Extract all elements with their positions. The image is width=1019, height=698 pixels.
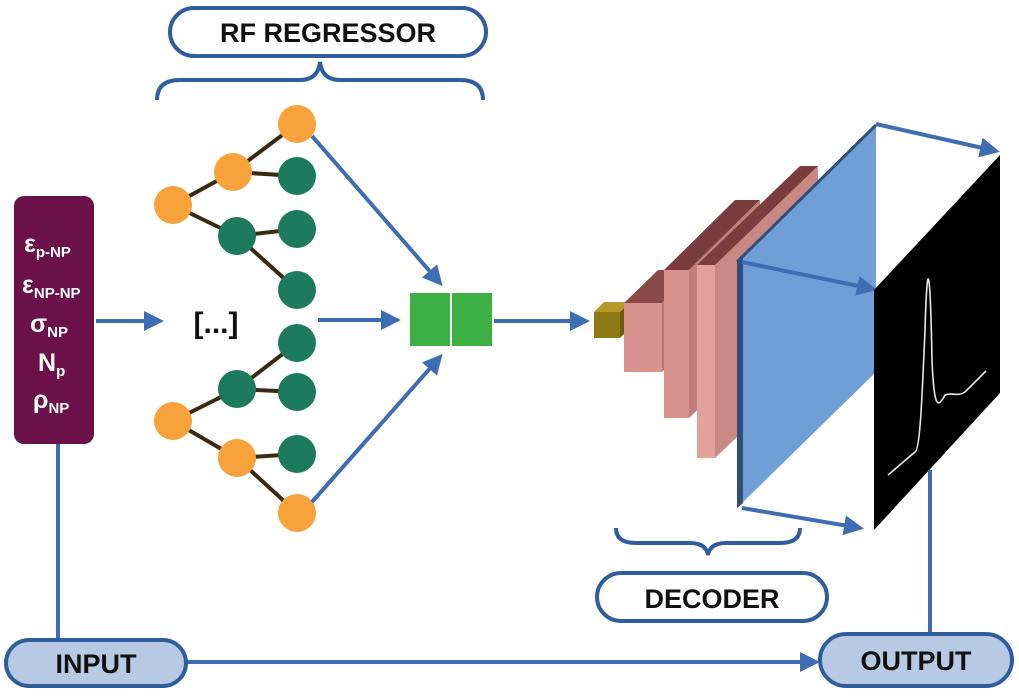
rf-brace (155, 61, 485, 101)
arrow-tree-top-to-vector (310, 134, 443, 287)
output-label: OUTPUT (818, 632, 1014, 688)
rf-regressor-label: RF REGRESSOR (168, 6, 488, 58)
decoder-brace (614, 527, 802, 556)
tree-icon (154, 324, 316, 532)
output-text: OUTPUT (861, 646, 973, 676)
param-rho-np: ρNP (33, 386, 69, 417)
spectrum-output-icon (874, 155, 1000, 530)
param-epsilon-np-np: εNP-NP (22, 271, 81, 302)
rf-regressor-text: RF REGRESSOR (220, 18, 436, 48)
arrow-decoder-bottom (741, 506, 864, 536)
param-n-p: Np (38, 349, 65, 380)
feature-vector-icon (410, 293, 492, 346)
input-text: INPUT (56, 649, 138, 679)
arrow-tree-bottom-to-vector (310, 354, 443, 504)
tree-icon (154, 105, 316, 309)
decoder-label: DECODER (595, 571, 829, 623)
decoder-text: DECODER (644, 584, 779, 614)
arrow-decoder-middle (741, 260, 877, 296)
input-parameters-box: εp-NP εNP-NP σNP Np ρNP (14, 196, 94, 444)
param-sigma-np: σNP (30, 310, 68, 341)
param-epsilon-p-np: εp-NP (24, 230, 71, 261)
ellipsis-text: [...] (194, 307, 239, 340)
decoder-layers-icon (594, 123, 878, 508)
input-label: INPUT (4, 638, 188, 688)
arrow-decoder-top (875, 122, 1000, 158)
